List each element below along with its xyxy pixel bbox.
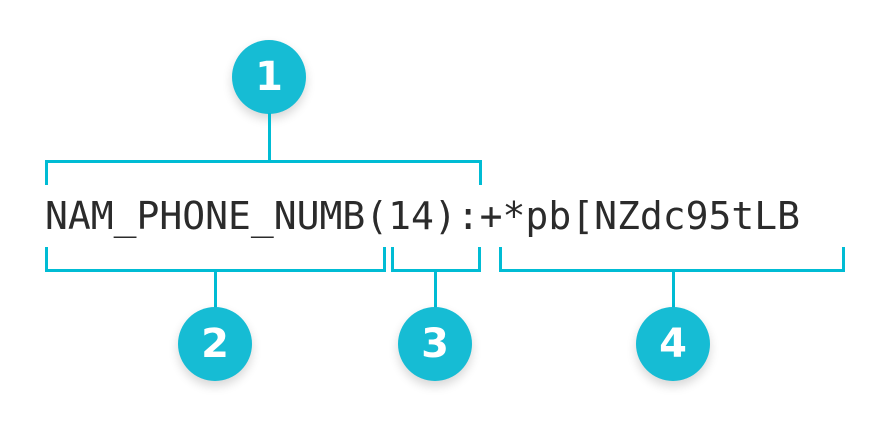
callout-badge-2-label: 2	[201, 321, 229, 367]
callout-stem-1	[268, 113, 271, 163]
code-string: NAM_PHONE_NUMB(14):+*pb[NZdc95tLB	[45, 194, 800, 238]
callout-badge-4-label: 4	[659, 321, 687, 367]
callout-badge-2: 2	[178, 307, 252, 381]
callout-bracket-3	[391, 247, 481, 272]
callout-bracket-4	[499, 247, 845, 272]
callout-bracket-2	[45, 247, 386, 272]
callout-stem-3	[434, 271, 437, 317]
callout-badge-1-label: 1	[255, 54, 283, 100]
callout-badge-3-label: 3	[421, 321, 449, 367]
callout-stem-2	[214, 271, 217, 317]
callout-bracket-1	[45, 160, 482, 185]
callout-badge-1: 1	[232, 40, 306, 114]
callout-badge-3: 3	[398, 307, 472, 381]
callout-badge-4: 4	[636, 307, 710, 381]
callout-stem-4	[672, 271, 675, 317]
